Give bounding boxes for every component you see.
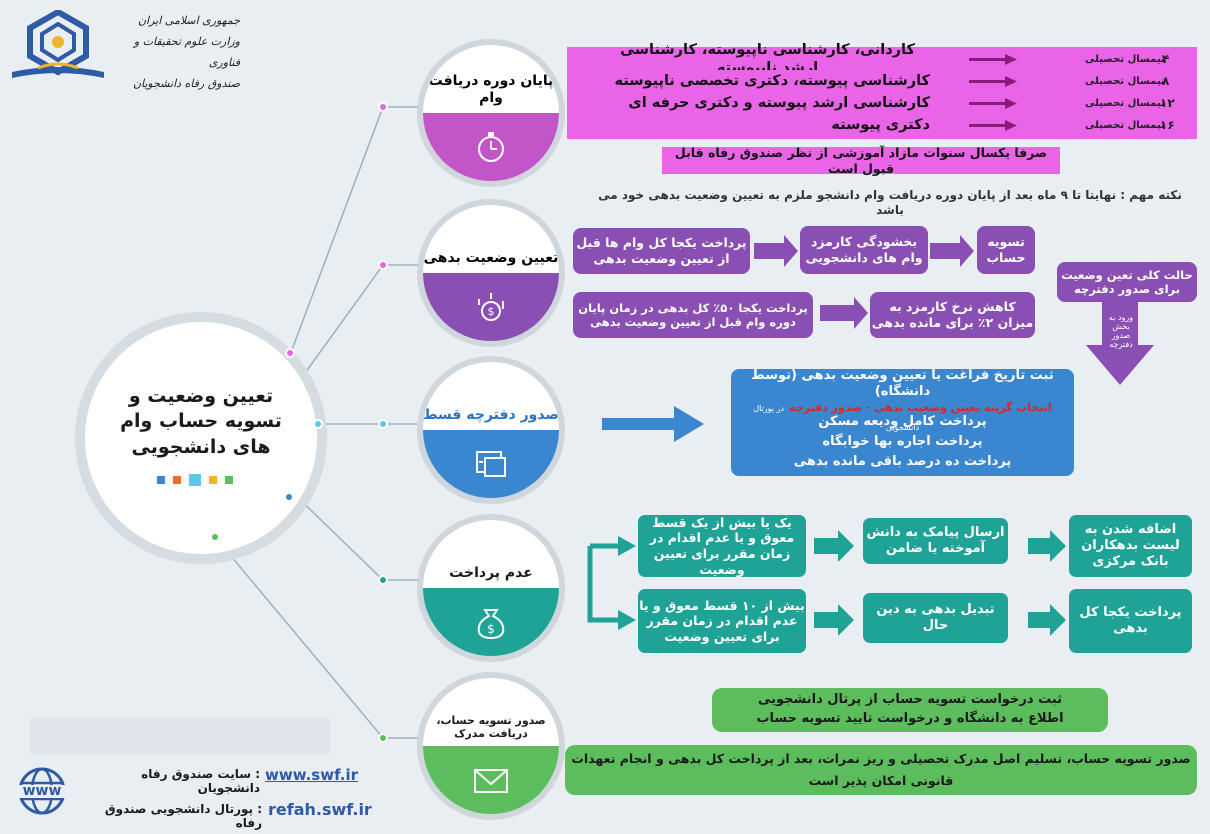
node-loan-end-title: پایان دوره دریافت وام (428, 73, 554, 107)
booklet-step-1: ثبت تاریخ فراغت یا تعیین وضعیت بدهی (توس… (751, 367, 1054, 399)
portal-link[interactable]: refah.swf.ir (268, 800, 372, 819)
stopwatch-icon (478, 132, 504, 162)
settlement-request-box: ثبت درخواست تسویه حساب از پرتال دانشجویی… (712, 688, 1108, 732)
booklet-step-4: پرداخت اجاره بها خوابگاه (822, 433, 983, 449)
color-squares (157, 474, 247, 486)
debtor-list-box: اضافه شدن به لیست بدهکاران بانک مرکزی (1069, 515, 1192, 577)
lump-sum-box: پرداخت یکجا کل بدهی (1069, 589, 1192, 653)
sms-notice-box: ارسال پیامک به دانش آموخته یا ضامن (863, 518, 1008, 564)
site-label: : سایت صندوق رفاه دانشجویان (141, 767, 260, 795)
fee-reduction-box: کاهش نرخ کارمزد به میزان ۲٪ برای مانده ب… (870, 292, 1035, 338)
node-non-payment-title: عدم پرداخت (449, 565, 533, 582)
node-non-payment: عدم پرداخت $ (423, 520, 559, 656)
pay-half-box: پرداخت یکجا ۵۰٪ کل بدهی در زمان پایان دو… (573, 292, 813, 338)
booklet-step-5: پرداخت ده درصد باقی مانده بدهی (793, 453, 1012, 469)
dot (378, 733, 388, 743)
central-title: تعیین وضعیت و تسویه حساب وام های دانشجوی… (120, 384, 282, 458)
booklet-step-2-portal: در پورتال دانشجویی (753, 404, 920, 432)
semester-unit: نیمسال تحصیلی (1085, 98, 1165, 109)
node-installment-book-title: صدور دفترچه قسط (423, 407, 559, 424)
globe-text: www (22, 783, 62, 799)
surplus-year-note: صرفا یکسال سنوات مازاد آموزشی از نظر صند… (662, 145, 1060, 176)
semester-unit: نیمسال تحصیلی (1085, 120, 1165, 131)
settlement-final-line-1: صدور تسویه حساب، تسلیم اصل مدرک تحصیلی و… (571, 751, 1191, 767)
dot (378, 419, 388, 429)
dot (313, 419, 323, 429)
node-installment-book: صدور دفترچه قسط (423, 362, 559, 498)
fee-forgiveness-box: بخشودگی کارمزد وام های دانشجویی (800, 226, 928, 274)
overdue-one-box: یک یا بیش از یک قسط معوق و یا عدم اقدام … (638, 515, 806, 577)
dot (210, 532, 220, 542)
settlement-request-line-1: ثبت درخواست تسویه حساب از پرتال دانشجویی (757, 691, 1063, 707)
dot (378, 102, 388, 112)
portal-label: : پورتال دانشجویی صندوق رفاه (104, 802, 262, 830)
semester-unit: نیمسال تحصیلی (1085, 54, 1165, 65)
semester-count: ۱۶ (1160, 118, 1175, 132)
semester-count: ۴ (1162, 52, 1170, 66)
dot (378, 260, 388, 270)
semester-count: ۸ (1162, 74, 1170, 88)
dot (284, 492, 294, 502)
settlement-box: تسویه حساب (977, 226, 1035, 274)
general-status-box: حالت کلی تعین وضعیت برای صدور دفترچه (1057, 262, 1197, 302)
node-settlement: صدور تسویه حساب، دریافت مدرک (423, 678, 559, 814)
degree-row-2: کارشناسی پیوسته، دکتری تخصصی ناپیوسته (605, 70, 930, 92)
sec4-arrows (587, 530, 1066, 636)
sec2-arrows (754, 235, 1154, 385)
central-circle: تعیین وضعیت و تسویه حساب وام های دانشجوی… (85, 322, 317, 554)
important-note: نکته مهم : نهایتا تا ۹ ماه بعد از پایان … (598, 188, 1182, 217)
enter-booklet-label: ورود به بخش صدور دفترچه (1108, 312, 1134, 350)
svg-text:$: $ (487, 622, 495, 636)
dot (378, 575, 388, 585)
header-line-2: وزارت علوم تحقیقات و فناوری (133, 35, 240, 69)
dot (285, 348, 295, 358)
globe-icon: www (12, 765, 72, 817)
header-line-1: جمهوری اسلامی ایران (137, 14, 240, 27)
ministry-logo (8, 8, 108, 82)
document-icon (476, 451, 506, 477)
node-settlement-title: صدور تسویه حساب، دریافت مدرک (436, 713, 546, 740)
node-loan-end: پایان دوره دریافت وام (423, 45, 559, 181)
pay-all-loans-box: پرداخت یکجا کل وام ها قبل از تعیین وضعیت… (573, 228, 750, 274)
site-link[interactable]: www.swf.ir (265, 766, 359, 784)
booklet-steps-box: ثبت تاریخ فراغت یا تعیین وضعیت بدهی (توس… (731, 367, 1074, 476)
footer-panel (30, 718, 330, 754)
settlement-request-line-2: اطلاع به دانشگاه و درخواست تایید تسویه ح… (756, 710, 1064, 726)
semester-unit: نیمسال تحصیلی (1085, 76, 1165, 87)
settlement-final-box: صدور تسویه حساب، تسلیم اصل مدرک تحصیلی و… (565, 745, 1197, 795)
debt-conversion-box: تبدیل بدهی به دین حال (863, 593, 1008, 643)
header-line-3: صندوق رفاه دانشجویان (132, 77, 240, 90)
overdue-ten-box: بیش از ۱۰ قسط معوق و یا عدم اقدام در زما… (638, 589, 806, 653)
row-arrows (969, 54, 1017, 131)
booklet-step-2: انتخاب گزینه تعیین وضعیت بدهی - صدور دفت… (741, 396, 1064, 434)
node-debt-status: تعیین وضعیت بدهی $ (423, 205, 559, 341)
envelope-icon (474, 769, 508, 793)
settlement-final-line-2: قانونی امکان پذیر است (808, 773, 954, 789)
svg-text:$: $ (488, 305, 495, 318)
blue-arrow (602, 406, 704, 442)
degree-row-3: کارشناسی ارشد پیوسته و دکتری حرفه ای (605, 92, 930, 114)
ministry-name: جمهوری اسلامی ایران وزارت علوم تحقیقات و… (110, 10, 240, 94)
node-debt-status-title: تعیین وضعیت بدهی (423, 250, 559, 267)
semester-count: ۱۲ (1160, 96, 1175, 110)
degree-row-1: کاردانی، کارشناسی ناپیوسته، کارشناسی ارش… (605, 42, 930, 76)
booklet-step-2-highlight: انتخاب گزینه تعیین وضعیت بدهی - صدور دفت… (789, 401, 1052, 414)
booklet-step-3: پرداخت کامل ودیعه مسکن (818, 413, 987, 429)
money-bag-icon: $ (478, 293, 504, 321)
dollar-bag-icon: $ (477, 609, 505, 640)
degree-row-4: دکتری پیوسته (605, 114, 930, 136)
